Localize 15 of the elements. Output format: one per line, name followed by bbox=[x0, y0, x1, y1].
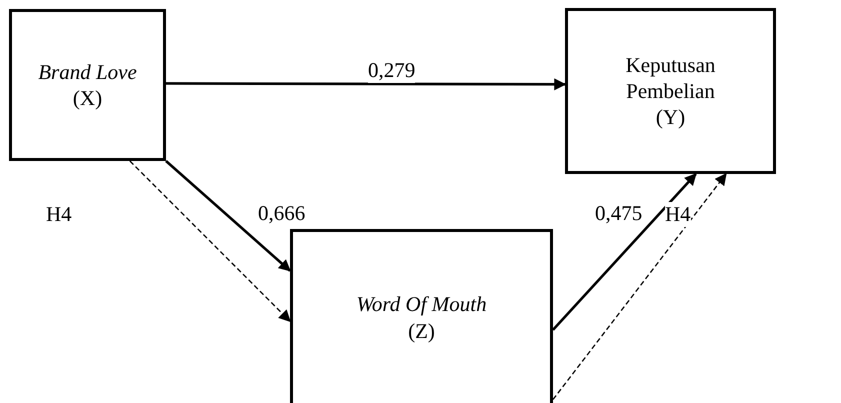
construct-name: Word Of Mouth bbox=[356, 291, 487, 318]
hypothesis-label: H4 bbox=[665, 202, 691, 227]
construct-name: Brand Love bbox=[38, 58, 137, 85]
variable-symbol: (X) bbox=[72, 85, 102, 112]
arrow bbox=[166, 78, 566, 90]
arrow bbox=[552, 173, 727, 400]
construct-box bbox=[290, 229, 553, 403]
arrow bbox=[165, 160, 291, 272]
construct-box bbox=[9, 9, 166, 161]
arrow bbox=[129, 160, 291, 322]
variable-symbol: (Y) bbox=[656, 104, 686, 130]
variable-symbol: (Z) bbox=[408, 318, 435, 344]
construct-box bbox=[565, 8, 776, 174]
arrow bbox=[552, 173, 697, 331]
construct-name: Keputusan Pembelian bbox=[624, 52, 716, 104]
